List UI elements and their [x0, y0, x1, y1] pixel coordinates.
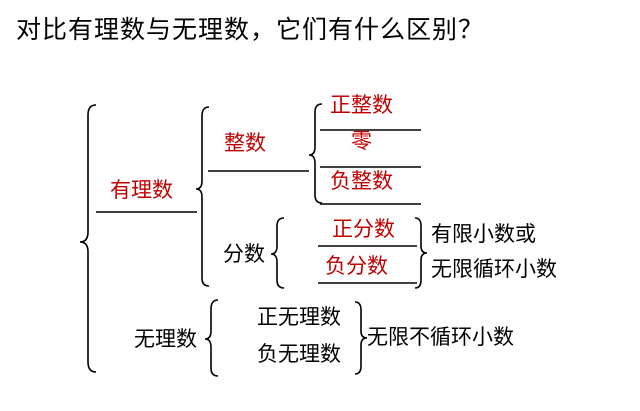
fraction-brace [270, 217, 285, 289]
positive-irrational-label: 正无理数 [257, 305, 341, 329]
rational-label: 有理数 [110, 178, 173, 202]
positive-fraction-label: 正分数 [332, 217, 395, 241]
integer-brace [308, 103, 323, 204]
rational-brace [195, 106, 210, 287]
irrational-brace [204, 299, 219, 377]
negative-irrational-label: 负无理数 [257, 342, 341, 366]
positive-integer-label: 正整数 [330, 93, 393, 117]
irrational-label: 无理数 [134, 327, 197, 351]
fraction-label: 分数 [223, 242, 265, 266]
irrational-note: 无限不循环小数 [367, 325, 514, 349]
negative-integer-label: 负整数 [330, 169, 393, 193]
fraction-note-line2: 无限循环小数 [431, 257, 557, 281]
irrational-right-brace [354, 301, 368, 375]
page-title: 对比有理数与无理数，它们有什么区别？ [16, 15, 485, 44]
integer-label: 整数 [224, 131, 266, 155]
fraction-right-brace [414, 217, 428, 289]
fraction-note-line1: 有限小数或 [431, 222, 536, 246]
outer-brace [79, 104, 97, 373]
negative-fraction-label: 负分数 [325, 254, 388, 278]
zero-label: 零 [351, 129, 372, 153]
